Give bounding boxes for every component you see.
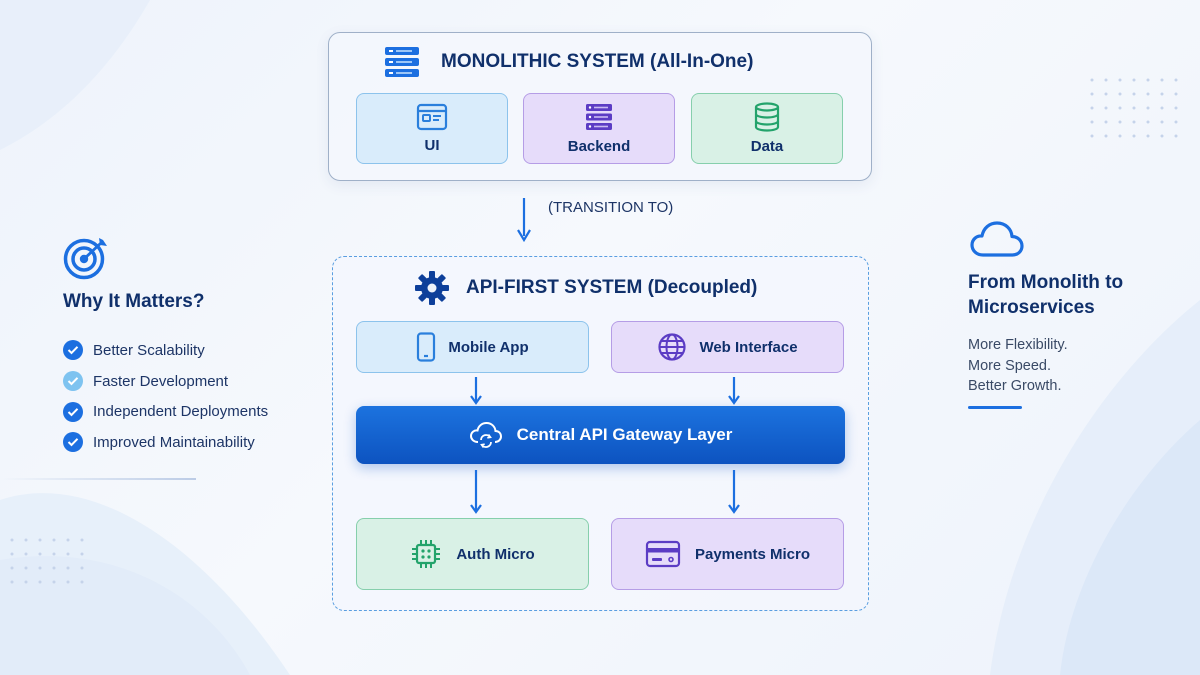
arrow-down [470,377,482,405]
transition-arrow [517,198,531,242]
why-title: Why It Matters? [63,291,205,312]
client-mobile-app: Mobile App [356,321,589,373]
arrow-down [728,377,740,405]
list-item: Faster Development [63,366,268,397]
summary-lines: More Flexibility. More Speed. Better Gro… [968,337,1068,399]
client-web-interface: Web Interface [611,321,844,373]
mono-component-data: Data [691,93,843,164]
smartphone-icon [417,332,436,362]
accent-underline [968,406,1022,409]
summary-line: Better Growth. [968,378,1062,394]
browser-window-icon [416,103,448,131]
benefit-text: Faster Development [93,372,229,390]
cloud-sync-icon [469,421,502,448]
mono-component-label: Backend [567,138,631,155]
client-label: Mobile App [448,338,529,356]
mono-component-ui: UI [356,93,508,164]
arrow-down [728,470,740,514]
benefit-text: Better Scalability [93,341,205,359]
api-first-title: API-FIRST SYSTEM (Decoupled) [466,277,758,298]
check-circle-icon [63,340,83,361]
monolithic-title: MONOLITHIC SYSTEM (All-In-One) [441,51,754,72]
credit-card-icon [645,540,681,568]
database-icon [754,102,780,132]
summary-title: From Monolith to Microservices [968,272,1124,318]
chip-icon [412,540,441,568]
check-circle-icon [63,401,83,422]
cloud-icon [970,221,1024,257]
check-circle-icon [63,432,83,453]
benefit-text: Improved Maintainability [93,433,255,451]
divider [0,478,196,480]
list-item: Improved Maintainability [63,427,268,458]
service-label: Payments Micro [694,545,811,563]
server-stack-icon [385,47,419,77]
server-icon [586,104,612,130]
mono-component-backend: Backend [523,93,675,164]
mono-component-label: Data [750,138,784,155]
summary-line: More Speed. [968,357,1052,374]
globe-icon [658,333,687,361]
gateway-label: Central API Gateway Layer [516,425,733,444]
mono-component-label: UI [424,137,440,154]
client-label: Web Interface [699,338,798,356]
service-payments-micro: Payments Micro [611,518,844,590]
transition-label: (TRANSITION TO) [548,199,674,216]
api-gateway: Central API Gateway Layer [356,406,845,464]
service-auth-micro: Auth Micro [356,518,589,590]
gear-icon [415,271,449,305]
benefits-list: Better Scalability Faster Development In… [63,335,268,458]
service-label: Auth Micro [456,545,535,563]
benefit-text: Independent Deployments [93,403,269,421]
arrow-down [470,470,482,514]
list-item: Independent Deployments [63,396,268,427]
summary-line: More Flexibility. [968,337,1068,353]
list-item: Better Scalability [63,335,268,366]
check-circle-icon [63,371,83,392]
target-icon [63,238,107,280]
